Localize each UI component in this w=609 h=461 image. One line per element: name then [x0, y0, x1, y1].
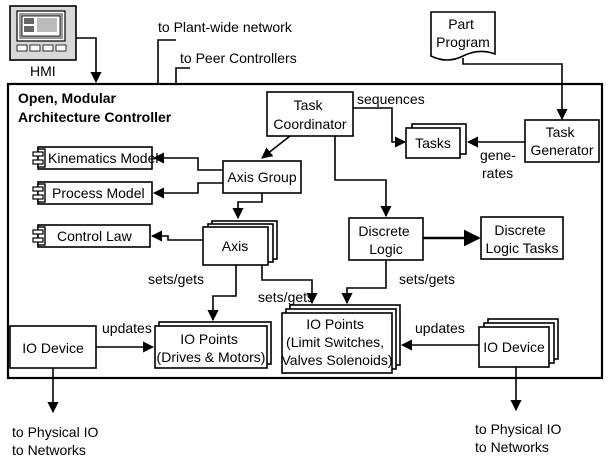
process-model-label: Process Model: [52, 185, 145, 201]
updates-left-label: updates: [102, 320, 152, 336]
part-program-label: Part Program: [436, 16, 490, 50]
process-component-icon: [32, 183, 46, 203]
io-points-switches-box[interactable]: [281, 312, 393, 374]
generates-label: gene- rates: [480, 147, 520, 181]
axis-box[interactable]: [202, 226, 269, 266]
axis-group-to-process-arrow: [152, 182, 223, 199]
io-device-right-box[interactable]: [478, 326, 550, 368]
discrete-logic-tasks-box[interactable]: [480, 216, 564, 260]
axis-sets-gets-arrow: [207, 265, 237, 322]
tasks-label: Tasks: [415, 135, 451, 151]
axis-group-box[interactable]: [222, 160, 302, 194]
physical-io-right-label: to Physical IO to Networks: [475, 421, 565, 455]
plant-network-arrow: [157, 39, 176, 84]
sets-gets-axis-label: sets/gets: [148, 271, 204, 287]
sequences-label: sequences: [357, 91, 425, 107]
logic-sets-gets-arrow: [341, 260, 387, 305]
io-points-drives-label: IO Points (Drives & Motors): [157, 331, 266, 365]
coordinator-to-axis-group-arrow: [261, 135, 291, 159]
task-coordinator-box[interactable]: [266, 91, 354, 137]
control-law-label: Control Law: [57, 228, 133, 244]
axis-group-label: Axis Group: [227, 169, 296, 185]
kinematics-component-icon: [32, 148, 46, 168]
discrete-logic-box[interactable]: [348, 217, 424, 261]
io-device-right-label: IO Device: [483, 339, 545, 355]
kinematics-model-label: Kinematics Model: [48, 150, 159, 166]
io-points-switches-label: IO Points (Limit Switches, Valves Soleno…: [281, 316, 392, 368]
sets-gets-logic-label: sets/gets: [399, 271, 455, 287]
discrete-logic-tasks-label: Discrete Logic Tasks: [486, 222, 559, 256]
sets-gets-mid-label: sets/gets: [258, 289, 314, 305]
part-program-to-generator-arrow: [462, 58, 568, 121]
hmi-monitor-icon: [9, 5, 77, 61]
task-generator-box[interactable]: [524, 119, 600, 163]
control-law-component-icon: [32, 226, 46, 246]
peer-controllers-label: to Peer Controllers: [180, 50, 297, 66]
io-points-drives-box[interactable]: [154, 325, 268, 369]
axis-label: Axis: [222, 238, 248, 254]
hmi-label: HMI: [30, 63, 56, 79]
peer-controllers-arrow: [175, 67, 190, 84]
coordinator-to-discrete-logic-arrow: [334, 136, 392, 218]
physical-io-left-label: to Physical IO to Networks: [12, 424, 102, 458]
task-generator-label: Task Generator: [530, 124, 593, 158]
controller-boundary: [6, 82, 604, 380]
axis-sets-gets-switches-arrow: [261, 265, 318, 305]
axis-to-control-law-arrow: [150, 230, 203, 242]
sequences-arrow: [353, 107, 407, 148]
io-device-left-label: IO Device: [22, 340, 84, 356]
discrete-logic-label: Discrete Logic: [358, 223, 413, 257]
axis-group-to-axis-arrow: [232, 193, 263, 220]
controller-title: Open, Modular Architecture Controller: [18, 90, 172, 125]
hmi-to-controller-arrow: [76, 37, 102, 84]
part-program-document: [430, 11, 496, 61]
plant-network-label: to Plant-wide network: [158, 19, 293, 35]
axis-group-to-kinematics-arrow: [152, 152, 223, 171]
updates-right-label: updates: [415, 320, 465, 336]
task-coordinator-label: Task Coordinator: [273, 97, 346, 132]
